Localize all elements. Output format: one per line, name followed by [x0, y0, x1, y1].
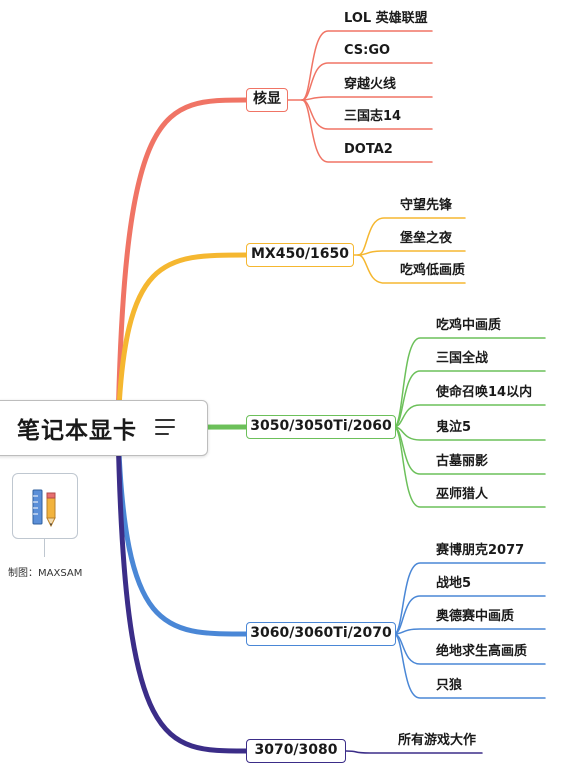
leaf-link [357, 254, 466, 284]
leaf-link [393, 370, 546, 428]
leaf-topic[interactable]: 战地5 [436, 576, 472, 591]
leaf-topic[interactable]: 只狼 [436, 678, 463, 693]
leaf-topic[interactable]: 三国全战 [436, 351, 489, 366]
leaf-link [301, 96, 433, 101]
leaf-link [301, 30, 433, 101]
leaf-topic[interactable]: LOL 英雄联盟 [344, 11, 428, 26]
leaf-topic[interactable]: 吃鸡中画质 [436, 318, 502, 333]
leaf-link [301, 62, 433, 101]
leaf-link [393, 404, 546, 428]
leaf-link [357, 250, 466, 256]
attachment-thumbnail[interactable] [12, 473, 78, 539]
branch-link [115, 425, 249, 637]
leaf-link [393, 628, 546, 635]
leaf-link [393, 633, 546, 699]
leaf-link [393, 562, 546, 635]
root-topic[interactable]: 笔记本显卡 [0, 400, 208, 456]
branch-topic[interactable]: 3070/3080 [246, 739, 346, 763]
leaf-topic[interactable]: 巫师猎人 [436, 487, 489, 502]
leaf-topic[interactable]: 赛博朋克2077 [436, 543, 525, 558]
leaf-topic[interactable]: 穿越火线 [344, 77, 397, 92]
leaf-topic[interactable]: 所有游戏大作 [398, 733, 477, 748]
attachment-label: 制图：MAXSAM [8, 568, 83, 579]
attachment-connector [44, 539, 45, 557]
leaf-topic[interactable]: 吃鸡低画质 [400, 263, 466, 278]
leaf-topic[interactable]: 三国志14 [344, 109, 402, 124]
branch-link [115, 425, 249, 754]
branch-topic[interactable]: MX450/1650 [246, 243, 354, 267]
leaf-topic[interactable]: 堡垒之夜 [400, 231, 453, 246]
leaf-topic[interactable]: 古墓丽影 [436, 454, 489, 469]
branch-topic[interactable]: 3050/3050Ti/2060 [246, 415, 396, 439]
leaf-topic[interactable]: DOTA2 [344, 142, 393, 157]
leaf-topic[interactable]: CS:GO [344, 43, 391, 58]
leaf-link [301, 99, 433, 163]
leaf-link [393, 337, 546, 428]
leaf-link [393, 426, 546, 508]
root-title: 笔记本显卡 [17, 418, 137, 444]
leaf-link [357, 217, 466, 256]
leaf-topic[interactable]: 守望先锋 [400, 198, 453, 213]
leaf-link [393, 595, 546, 635]
branch-topic[interactable]: 核显 [246, 88, 288, 112]
branch-topic[interactable]: 3060/3060Ti/2070 [246, 622, 396, 646]
leaf-topic[interactable]: 鬼泣5 [436, 420, 472, 435]
branch-link [115, 97, 249, 431]
leaf-topic[interactable]: 绝地求生高画质 [436, 644, 528, 659]
leaf-link [345, 750, 483, 754]
leaf-topic[interactable]: 奥德赛中画质 [436, 609, 515, 624]
leaf-topic[interactable]: 使命召唤14以内 [436, 385, 533, 400]
menu-icon[interactable] [155, 419, 175, 440]
branch-link [115, 252, 249, 431]
ruler-pencil-icon [32, 489, 56, 528]
